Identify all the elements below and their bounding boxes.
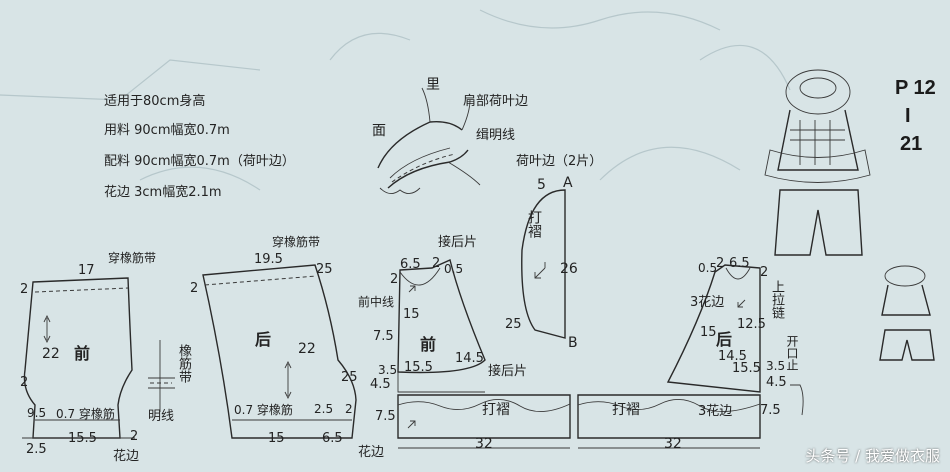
ruffle-pattern — [521, 189, 566, 339]
back-pants-left-top: 2 — [190, 281, 199, 296]
back-pants-hem-width: 15 — [268, 431, 285, 446]
ruffle-length: 26 — [560, 261, 578, 277]
elastic-note-drawing — [148, 340, 175, 412]
back-bodice-lace-3: 3花边 — [690, 295, 725, 310]
front-pants-side-low: 9.5 — [27, 406, 47, 420]
back-bodice-dim-2: 2 — [760, 265, 769, 280]
front-pants-edge-label: 花边 — [113, 449, 140, 464]
front-pants-crotch: 2 — [20, 375, 29, 390]
front-bodice-dim-45: 4.5 — [370, 377, 391, 392]
back-bodice-dim-45: 4.5 — [766, 375, 787, 390]
ruffle-bottom-measure: 25 — [505, 317, 522, 332]
back-bodice-label: 后 — [716, 330, 733, 349]
front-pants-top-width: 17 — [78, 263, 95, 278]
front-bodice-neck-width: 6.5 — [400, 257, 421, 272]
back-bodice-neck-depth: 2 — [716, 256, 725, 271]
shoulder-detail-drawing — [377, 87, 481, 194]
detail-inner-label: 里 — [426, 77, 440, 93]
ruffle-title: 荷叶边（2片） — [516, 154, 603, 169]
back-pants-hem-right-width: 6.5 — [322, 431, 343, 446]
front-bodice-back-connect-bottom: 接后片 — [488, 364, 528, 379]
front-bodice-pattern — [397, 259, 571, 449]
back-bodice-zipper: 上拉链 — [769, 280, 784, 319]
front-pants-left-top: 2 — [20, 282, 29, 297]
back-pants-hem-casing: 0.7 穿橡筋 — [234, 403, 293, 417]
back-pants-top-right: 25 — [316, 262, 333, 277]
back-pants-hem-right: 2 — [345, 402, 353, 416]
back-bodice-skirt-width: 32 — [664, 436, 682, 452]
back-bodice-skirt-dim-75: 7.5 — [760, 403, 781, 418]
elastic-topstitch-label: 明线 — [148, 409, 175, 424]
back-bodice-dim-155: 15.5 — [732, 361, 761, 376]
front-pants-pattern — [22, 277, 135, 439]
front-bodice-skirt-fold: 打褶 — [482, 402, 510, 418]
garment-sketch-large — [764, 69, 871, 256]
front-bodice-dim-155: 15.5 — [404, 360, 433, 375]
pattern-code-letter: P 12 — [895, 77, 936, 99]
front-pants-elastic-casing: 穿橡筋带 — [108, 251, 157, 265]
ruffle-point-a: A — [563, 175, 573, 191]
front-bodice-dim-15: 15 — [403, 307, 420, 322]
back-pants-pattern — [202, 264, 357, 439]
back-pants-crotch: 25 — [341, 370, 358, 385]
front-bodice-dim-145: 14.5 — [455, 351, 484, 366]
detail-topstitch-label: 缉明线 — [476, 128, 516, 143]
front-bodice-lace-label: 花边 — [358, 445, 385, 460]
front-pants-hem-left: 2.5 — [26, 442, 47, 457]
front-bodice-skirt-width: 32 — [475, 436, 493, 452]
back-pants-elastic-casing: 穿橡筋带 — [272, 235, 321, 249]
front-pants-length: 22 — [42, 346, 60, 362]
garment-sketch-small — [879, 265, 935, 361]
detail-shoulder-ruffle-label: 肩部荷叶边 — [463, 94, 529, 109]
back-bodice-skirt-fold: 打褶 — [612, 402, 640, 418]
front-bodice-neck-depth: 2 — [432, 256, 441, 271]
ruffle-fold-label: 打褶 — [526, 210, 542, 238]
back-pants-label: 后 — [255, 330, 272, 349]
back-pants-length: 22 — [298, 341, 316, 357]
ruffle-point-b: B — [568, 335, 578, 351]
front-bodice-dim-2: 2 — [390, 272, 399, 287]
back-bodice-opening: 开口止 — [785, 335, 799, 371]
back-bodice-pattern — [577, 264, 804, 449]
front-bodice-dim-75: 7.5 — [373, 329, 394, 344]
front-bodice-shoulder: 0.5 — [444, 262, 464, 276]
front-pants-hem-width: 15.5 — [68, 431, 97, 446]
back-bodice-dim-15: 15 — [700, 325, 717, 340]
front-bodice-label: 前 — [420, 335, 437, 354]
back-bodice-dim-35: 3.5 — [766, 359, 786, 373]
ruffle-top-measure: 5 — [537, 177, 546, 193]
back-bodice-skirt-lace: 3花边 — [698, 404, 733, 419]
front-pants-hem-casing: 0.7 穿橡筋 — [56, 407, 115, 421]
front-bodice-back-connect-top: 接后片 — [438, 235, 478, 250]
watermark: 头条号 / 我爱做衣服 — [805, 447, 940, 465]
front-bodice-skirt-dim-75: 7.5 — [375, 409, 396, 424]
pattern-code-number: 21 — [900, 133, 923, 155]
front-pants-hem-right: 2 — [130, 429, 139, 444]
back-bodice-neck-width: 6.5 — [729, 256, 750, 271]
materials-line-1: 适用于80cm身高 — [104, 94, 206, 109]
front-bodice-dim-35: 3.5 — [378, 363, 398, 377]
back-pants-hem-mid: 2.5 — [314, 402, 334, 416]
back-bodice-dim-05: 0.5 — [698, 261, 718, 275]
elastic-band-label: 橡筋带 — [176, 344, 191, 383]
pattern-code-dash: I — [905, 105, 911, 127]
detail-face-label: 面 — [372, 123, 386, 139]
back-pants-top-width: 19.5 — [254, 252, 283, 267]
back-bodice-dim-145: 14.5 — [718, 349, 747, 364]
front-bodice-center-front: 前中线 — [358, 295, 395, 309]
front-pants-label: 前 — [74, 344, 91, 363]
materials-line-4: 花边 3cm幅宽2.1m — [104, 185, 222, 200]
materials-line-3: 配料 90cm幅宽0.7m（荷叶边） — [104, 154, 295, 169]
back-bodice-dim-125: 12.5 — [737, 317, 766, 332]
materials-line-2: 用料 90cm幅宽0.7m — [104, 123, 230, 138]
background-print-through — [0, 9, 791, 191]
